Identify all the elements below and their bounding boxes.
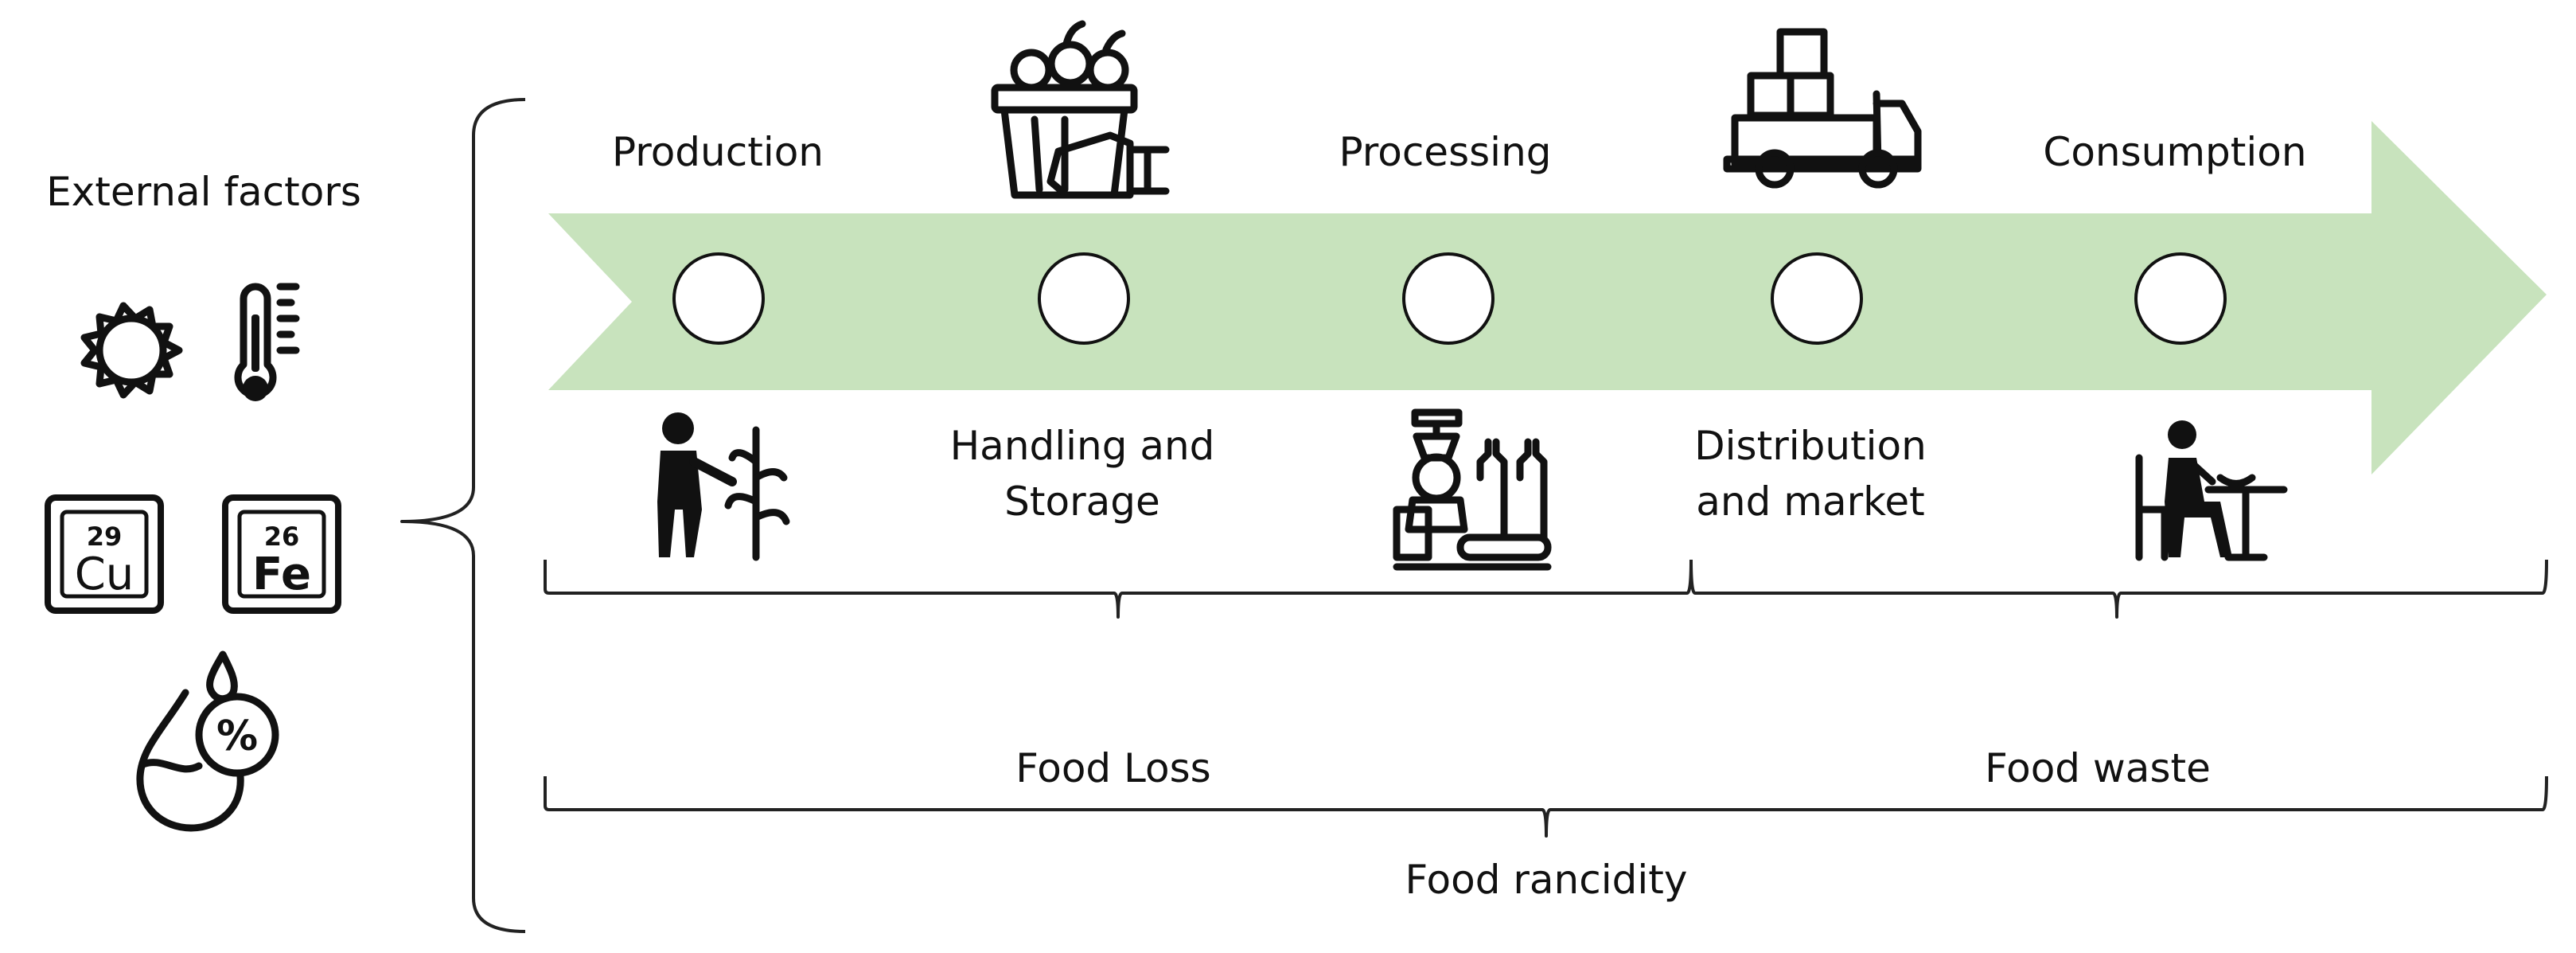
iron-symbol: Fe [252,549,311,600]
supply-chain-arrow [548,121,2547,475]
food-waste-label: Food waste [1985,745,2211,791]
stage-node-consumption [2134,252,2227,345]
stage-node-distribution [1771,252,1863,345]
stage-node-processing [1402,252,1495,345]
stage-node-production [672,252,765,345]
stage-label-processing: Processing [1339,129,1552,175]
sun-icon [80,302,183,399]
waste-stage-brace [1689,559,2548,619]
copper-symbol: Cu [75,549,134,600]
stage-label-consumption: Consumption [2043,129,2306,175]
iron-number: 26 [264,521,300,552]
thermometer-icon [234,283,300,401]
basket-icon [991,20,1170,199]
rancidity-brace [544,775,2548,838]
iron-element-icon: 26 Fe [222,494,341,614]
food-rancidity-label: Food rancidity [1405,857,1688,903]
stage-node-handling [1038,252,1130,345]
stage-label-distribution-line1: Distribution [1694,423,1927,469]
copper-element-icon: 29 Cu [45,494,164,614]
external-factors-title: External factors [46,169,361,215]
copper-number: 29 [87,521,123,552]
stage-label-production: Production [612,129,824,175]
food-loss-label: Food Loss [1015,745,1210,791]
loss-stage-brace [544,559,1693,619]
farmer-icon [657,412,790,561]
stage-label-handling-line2: Storage [1004,478,1160,525]
factory-machine-icon [1393,408,1552,571]
humidity-icon: % [136,650,279,832]
stage-label-distribution-line2: and market [1696,478,1924,525]
humidity-percent: % [216,713,258,760]
diner-icon [2135,420,2288,561]
stage-label-handling-line1: Handling and [950,423,1215,469]
external-factors-brace [400,98,526,933]
truck-icon [1723,28,1922,189]
